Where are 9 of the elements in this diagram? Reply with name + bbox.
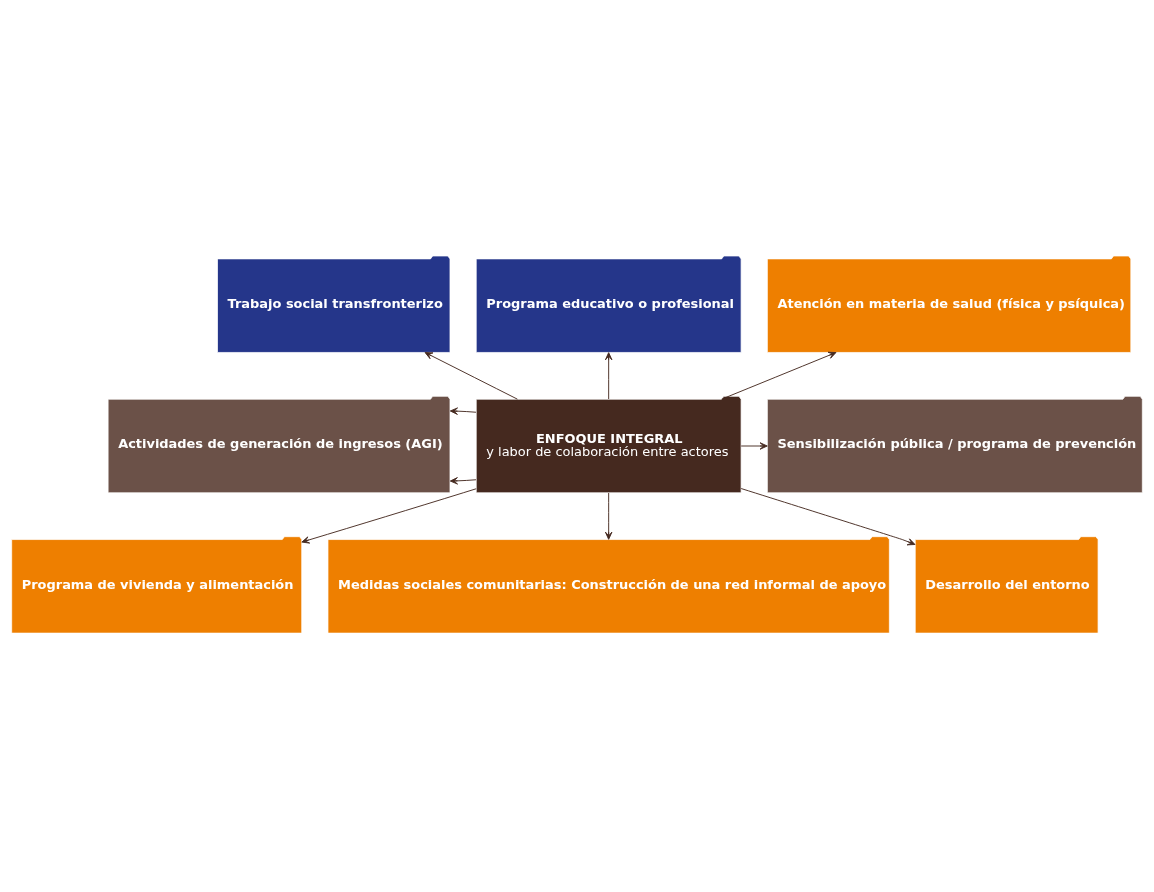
arrow xyxy=(604,492,613,540)
arrow xyxy=(721,351,837,400)
arrow xyxy=(449,407,477,415)
arrow xyxy=(424,352,518,400)
arrow xyxy=(604,352,613,400)
arrow xyxy=(301,488,477,544)
arrow xyxy=(449,477,477,485)
arrow xyxy=(740,442,768,450)
arrow xyxy=(740,488,916,546)
